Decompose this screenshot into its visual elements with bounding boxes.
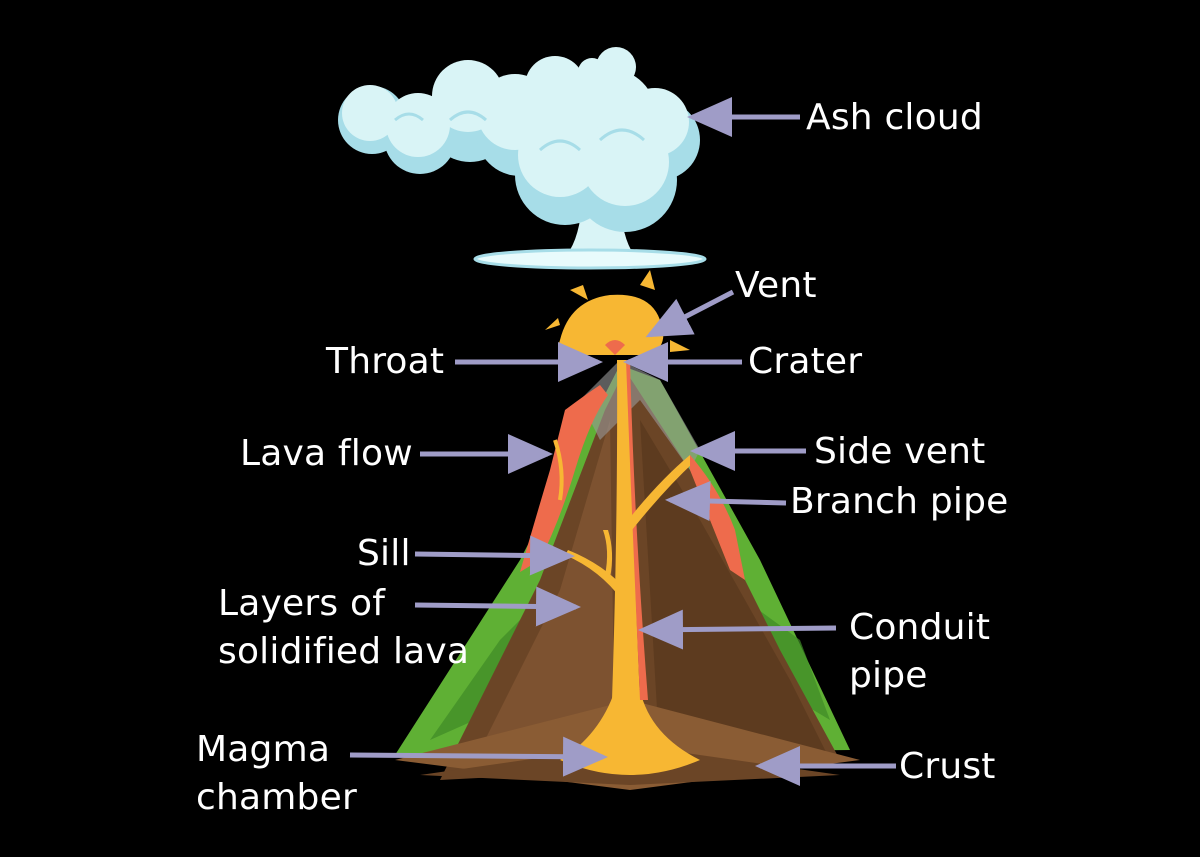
volcano-body xyxy=(395,270,860,790)
label-lava-flow: Lava flow xyxy=(240,433,413,474)
label-magma-chamber: Magma chamber xyxy=(196,726,357,822)
label-layers-line1: Layers of xyxy=(218,583,386,624)
label-layers-line2: solidified lava xyxy=(218,631,470,672)
pointer-arrows xyxy=(349,97,896,786)
arrow-conduit xyxy=(638,609,837,650)
label-magma-line1: Magma xyxy=(196,729,331,770)
label-vent: Vent xyxy=(735,265,817,306)
label-throat: Throat xyxy=(326,341,445,382)
label-layers-of-solidified-lava: Layers of solidified lava xyxy=(218,580,469,676)
label-ash-cloud: Ash cloud xyxy=(806,97,983,138)
label-side-vent: Side vent xyxy=(814,431,986,472)
label-crust: Crust xyxy=(899,746,996,787)
arrow-sill xyxy=(414,535,575,576)
label-conduit-line1: Conduit xyxy=(849,607,991,648)
label-conduit-line2: pipe xyxy=(849,655,928,696)
ash-cloud-shape xyxy=(338,47,707,270)
arrow-magma xyxy=(349,736,608,777)
arrow-branch-pipe xyxy=(665,481,787,522)
label-conduit-pipe: Conduit pipe xyxy=(849,604,990,700)
label-magma-line2: chamber xyxy=(196,777,357,818)
arrow-layers xyxy=(414,586,581,627)
label-branch-pipe: Branch pipe xyxy=(790,481,1009,522)
arrow-vent xyxy=(645,289,735,338)
label-sill: Sill xyxy=(357,533,411,574)
label-crater: Crater xyxy=(748,341,863,382)
